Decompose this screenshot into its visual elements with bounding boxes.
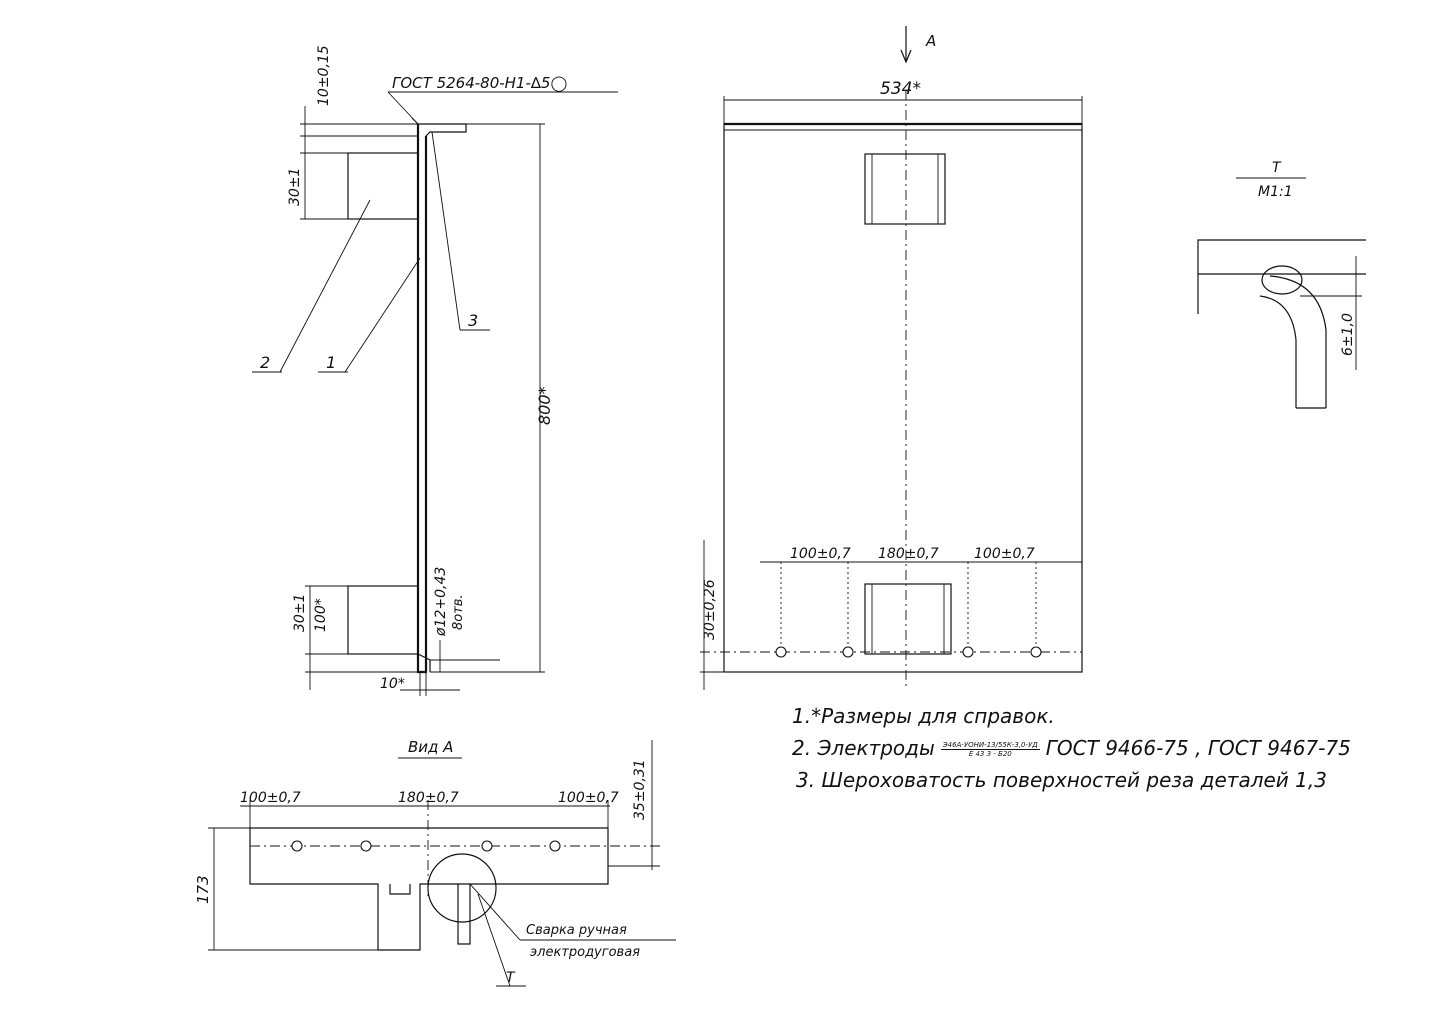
dim-edge: 30±0,26 <box>702 579 718 640</box>
dim-100: 100* <box>313 598 329 632</box>
front-view: А 534* 100±0,7 180±0,7 100±0,7 30±0,26 <box>700 26 1083 690</box>
weld-ellipse <box>1261 265 1303 295</box>
view-arrow-label: А <box>925 32 936 50</box>
side-view: ГОСТ 5264-80-Н1-∆5◯ 10±0,15 30±1 800* 30… <box>252 45 618 696</box>
note-2-prefix: 2. Электроды <box>792 736 935 760</box>
hole <box>360 840 372 852</box>
detail-title: Т <box>1272 160 1282 176</box>
detail-dim-bend: 6±1,0 <box>1340 313 1356 356</box>
upper-window <box>864 153 946 225</box>
label-2: 2 <box>260 353 270 372</box>
plate-outline <box>723 123 1083 673</box>
fraction-top: Э46А-УОНИ-13/55К-3,0-УД <box>940 741 1040 750</box>
dim-width: 534* <box>880 79 921 99</box>
detail-top-edge <box>1197 239 1366 314</box>
label-3: 3 <box>468 311 478 330</box>
hole <box>481 840 493 852</box>
dim-800: 800* <box>535 386 554 425</box>
note-1: 1.*Размеры для справок. <box>792 704 1055 728</box>
dim-10-bottom: 10* <box>380 676 405 692</box>
hole <box>962 646 974 658</box>
hole <box>842 646 854 658</box>
dim-center: 180±0,7 <box>878 546 939 562</box>
bv-dim-offset: 35±0,31 <box>632 759 648 820</box>
detail-mark: Т <box>506 970 516 986</box>
leader-3 <box>431 131 461 331</box>
dim-right: 100±0,7 <box>974 546 1035 562</box>
lower-block <box>347 585 419 655</box>
dim-30-bottom: 30±1 <box>292 594 308 632</box>
dim-left: 100±0,7 <box>790 546 851 562</box>
bv-dim-left: 100±0,7 <box>240 790 301 806</box>
weld-note-1: Сварка ручная <box>526 923 627 938</box>
leader-2 <box>279 199 371 373</box>
bottom-view: Вид А 100±0,7 180±0,7 100±0,7 35±0,31 17… <box>194 738 676 987</box>
vertical-plate <box>416 124 428 674</box>
detail-circle <box>427 853 497 923</box>
bv-dim-height: 173 <box>194 875 212 904</box>
detail-t: Т М1:1 6±1,0 <box>1197 160 1366 409</box>
weld-note-2: электродуговая <box>530 945 640 960</box>
note-3: 3. Шероховатость поверхностей реза детал… <box>796 768 1327 792</box>
upper-block <box>347 152 419 220</box>
note-2-standards: ГОСТ 9466-75 , ГОСТ 9467-75 <box>1045 736 1351 760</box>
hole <box>549 840 561 852</box>
view-a-title: Вид А <box>408 738 453 756</box>
detail-scale: М1:1 <box>1258 184 1293 200</box>
leader-1 <box>344 257 421 373</box>
lower-window <box>864 583 952 655</box>
hole <box>1030 646 1042 658</box>
hole <box>775 646 787 658</box>
dim-hole: ø12+0,43 <box>433 567 449 637</box>
dim-10: 10±0,15 <box>316 45 332 106</box>
dim-30-top: 30±1 <box>287 168 303 206</box>
fraction-bottom: Е 43 3 - Б20 <box>968 750 1012 758</box>
bv-dim-center: 180±0,7 <box>398 790 459 806</box>
hole <box>291 840 303 852</box>
weld-callout: ГОСТ 5264-80-Н1-∆5◯ <box>392 74 567 92</box>
top-flange <box>418 123 467 137</box>
label-1: 1 <box>326 353 336 372</box>
dim-hole-note: 8отв. <box>451 594 466 630</box>
bv-dim-right: 100±0,7 <box>558 790 619 806</box>
bottom-plate <box>249 827 609 951</box>
